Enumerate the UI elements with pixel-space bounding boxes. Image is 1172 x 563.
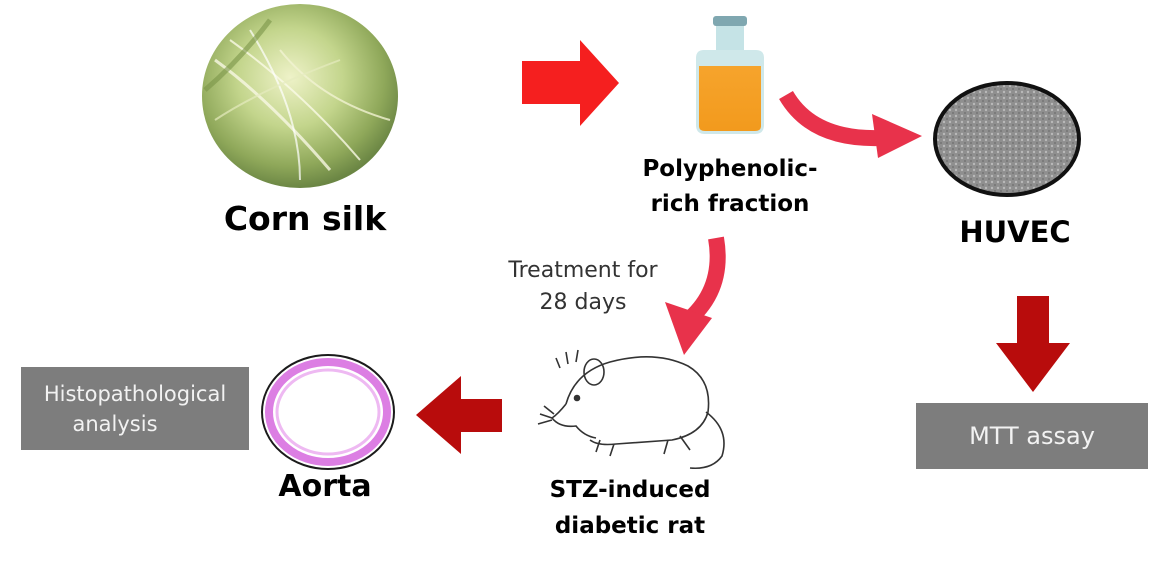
histo-line2: analysis xyxy=(72,411,158,436)
arrow-fraction-to-rat xyxy=(665,236,726,355)
aorta-label: Aorta xyxy=(278,469,372,504)
histopathological-analysis-box: Histopathological analysis xyxy=(21,367,249,450)
aorta-ring-image xyxy=(261,354,395,470)
rat-icon xyxy=(537,349,725,470)
corn-silk-label: Corn silk xyxy=(223,199,387,238)
mtt-assay-box: MTT assay xyxy=(916,403,1148,469)
arrow-corn-to-fraction xyxy=(522,40,619,126)
rat-label-line1: STZ-induced xyxy=(549,477,711,503)
arrow-fraction-to-huvec xyxy=(779,90,922,158)
corn-silk-image xyxy=(202,4,398,188)
fraction-label: Polyphenolic- rich fraction xyxy=(620,152,840,222)
bottle-icon xyxy=(696,16,764,134)
fraction-label-line1: Polyphenolic- xyxy=(642,156,818,182)
treatment-note-line2: 28 days xyxy=(539,290,627,315)
huvec-label: HUVEC xyxy=(959,215,1071,249)
huvec-dish-image xyxy=(933,81,1081,197)
fraction-label-line2: rich fraction xyxy=(650,191,810,217)
treatment-note: Treatment for 28 days xyxy=(488,255,678,319)
histo-line1: Histopathological xyxy=(43,381,227,406)
rat-label: STZ-induced diabetic rat xyxy=(520,472,740,544)
arrow-huvec-to-mtt xyxy=(996,296,1070,392)
arrow-rat-to-aorta xyxy=(416,376,502,454)
treatment-note-line1: Treatment for xyxy=(508,258,658,283)
rat-label-line2: diabetic rat xyxy=(554,513,706,539)
